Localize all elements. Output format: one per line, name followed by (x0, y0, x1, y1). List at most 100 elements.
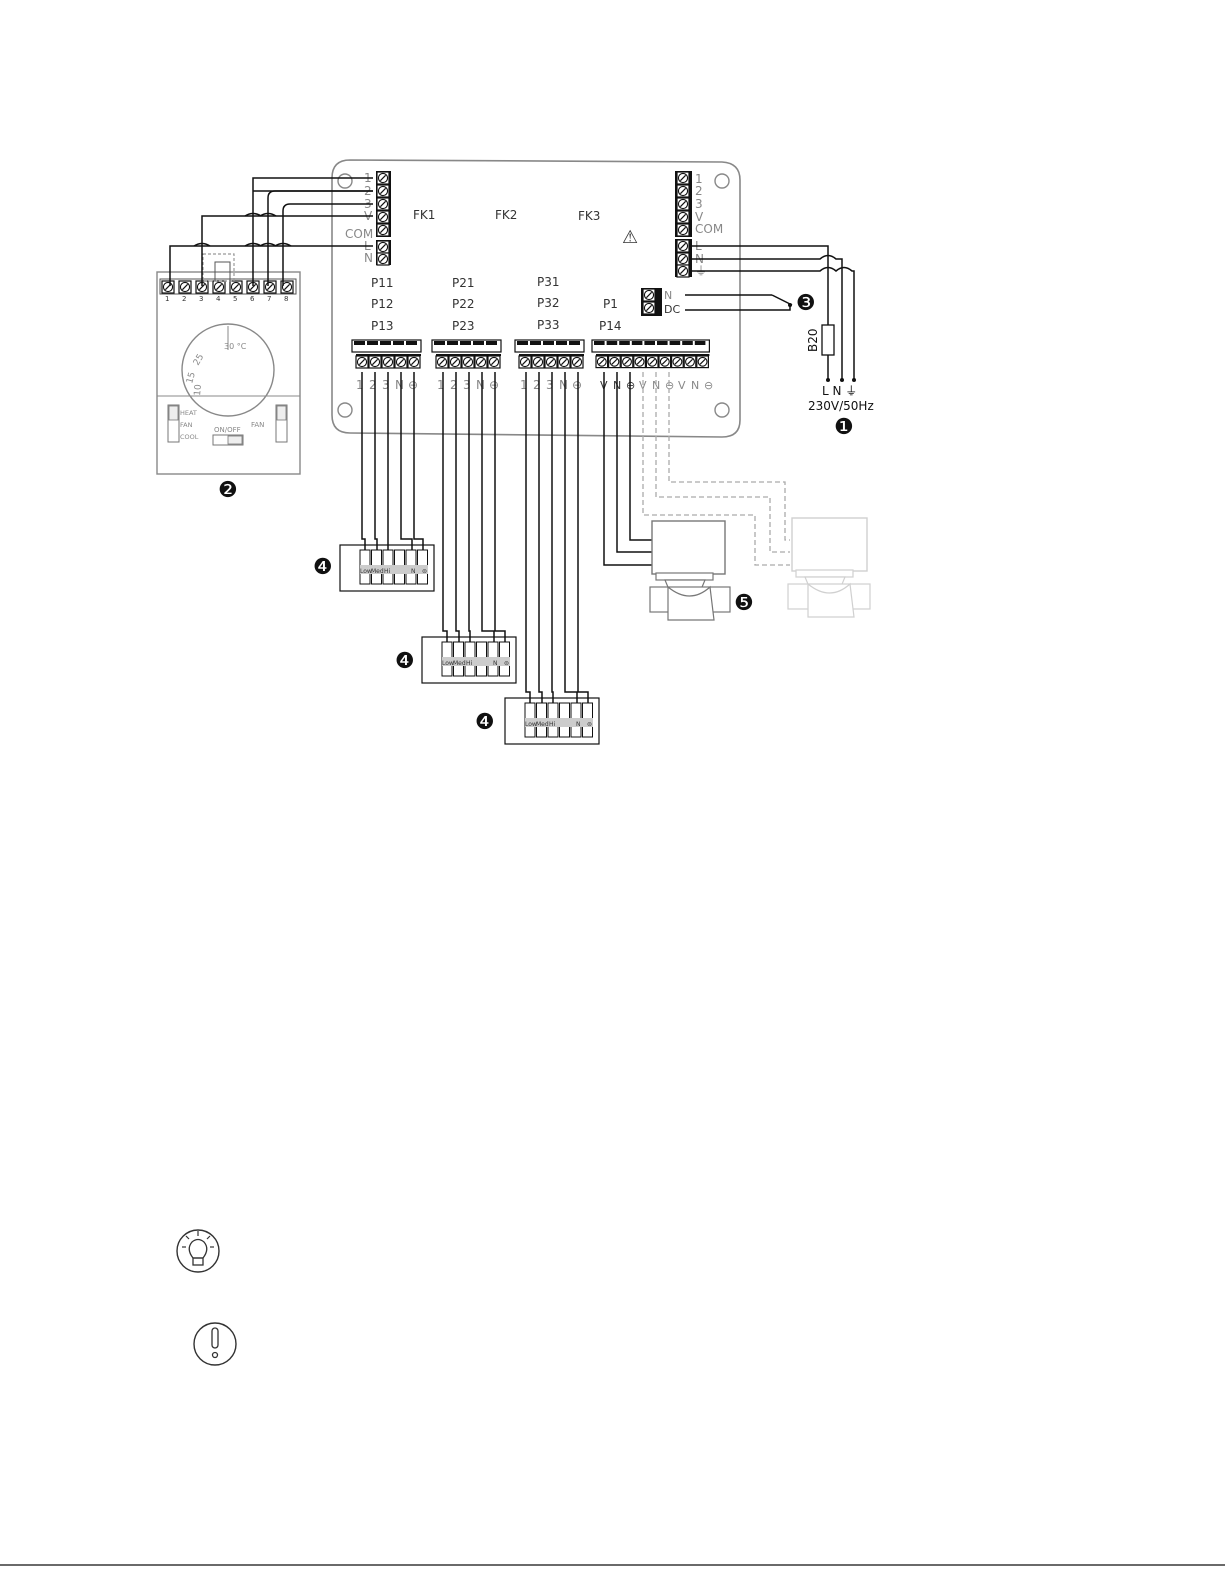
thermostat-wires (170, 178, 373, 286)
fan-hi-label: Hi (466, 660, 473, 667)
terminal-pin (517, 341, 528, 345)
terminal-pin (473, 341, 484, 345)
callout-5: ❺ (734, 591, 754, 616)
p33-label: P33 (537, 318, 560, 332)
exclamation-icon (194, 1323, 236, 1365)
dial-number-10: 10 (193, 384, 204, 397)
p31-label: P31 (537, 275, 560, 289)
thermostat-terminal-label: 6 (250, 295, 255, 303)
callout-4b: ❹ (395, 649, 415, 674)
p14-label: P14 (599, 319, 622, 333)
right-terminal-label: COM (695, 222, 723, 236)
terminal-pin (619, 341, 630, 345)
fan-med-label: Med (536, 721, 549, 728)
terminal-pin (460, 341, 471, 345)
fan-n-label: N (576, 721, 581, 728)
signal-wire-dc (685, 305, 790, 310)
breaker-b20 (822, 325, 834, 355)
dial-top-label: 30 °C (224, 342, 247, 351)
supply-wires (692, 246, 854, 380)
fan-n-label: N (493, 660, 498, 667)
mode-cool-label: COOL (180, 433, 199, 441)
valve-actuator-optional (788, 518, 870, 617)
supply-point-l (826, 378, 830, 382)
fan-wire (375, 372, 377, 550)
fan-terminal-label: ⊖ (572, 378, 582, 392)
callout-2: ❷ (218, 478, 238, 503)
fan-med-label: Med (371, 568, 384, 575)
lightbulb-icon (177, 1230, 219, 1272)
bottom-terminal-blocks (352, 340, 709, 368)
thermostat-terminals (162, 281, 293, 293)
mount-hole (338, 403, 352, 417)
valve-terminal-label: V (678, 379, 686, 392)
terminal-pin (632, 341, 643, 345)
fan-earth-label: ⊜ (504, 660, 509, 667)
callout-3: ❸ (796, 291, 816, 316)
dial-number-15: 15 (185, 371, 198, 385)
fan-speed-label: FAN (251, 421, 264, 429)
fan-earth-label: ⊜ (422, 568, 427, 575)
terminal-pin (695, 341, 706, 345)
fan-wire (495, 372, 505, 642)
fan-wire (565, 372, 577, 703)
fan-wire (443, 372, 447, 642)
terminal-pin (569, 341, 580, 345)
callout-4c: ❹ (475, 710, 495, 735)
onoff-switch-knob (228, 436, 242, 444)
terminal-pin (354, 341, 365, 345)
fk2-label: FK2 (495, 208, 517, 222)
p32-label: P32 (537, 296, 560, 310)
fan-terminal-label: N (476, 378, 485, 392)
fan-earth-label: ⊜ (587, 721, 592, 728)
left-terminal-label: N (364, 251, 373, 265)
terminal-pin (607, 341, 618, 345)
thermostat-terminal-label: 8 (284, 295, 288, 303)
fan-wire (362, 372, 365, 550)
breaker-label: B20 (806, 328, 820, 352)
fan-wire (401, 372, 412, 550)
mount-hole (715, 174, 729, 188)
onoff-label: ON/OFF (214, 426, 241, 434)
terminal-pin (594, 341, 605, 345)
fan-wire (414, 372, 423, 550)
p22-label: P22 (452, 297, 475, 311)
p23-label: P23 (452, 319, 475, 333)
fan-med-label: Med (453, 660, 466, 667)
terminal-pin (644, 341, 655, 345)
terminal-pin (367, 341, 378, 345)
fk1-label: FK1 (413, 208, 435, 222)
supply-lne-label: L N ⏚ (822, 384, 857, 398)
fan-hi-label: Hi (549, 721, 556, 728)
valve-terminal-label: ⊖ (704, 379, 713, 392)
terminal-pin (447, 341, 458, 345)
terminal-pin (657, 341, 668, 345)
fan-wire (456, 372, 459, 642)
fan-wire (482, 372, 494, 642)
callout-4a: ❹ (313, 555, 333, 580)
terminal-pin (543, 341, 554, 345)
fan-wire (552, 372, 553, 703)
terminal-pin (486, 341, 497, 345)
mode-switch-knob (169, 406, 178, 420)
supply-voltage-label: 230V/50Hz (808, 399, 874, 413)
terminal-pin (682, 341, 693, 345)
fan-wire (539, 372, 542, 703)
fan-terminal-label: N (395, 378, 404, 392)
valve-wires (604, 372, 657, 565)
terminal-pin (556, 341, 567, 345)
p13-label: P13 (371, 319, 394, 333)
terminal-pin (393, 341, 404, 345)
fan-terminal-label: N (559, 378, 568, 392)
valve-actuator (650, 521, 730, 620)
right-terminal-block (675, 171, 692, 277)
fan-wire (526, 372, 530, 703)
terminal-pin (380, 341, 391, 345)
fk3-label: FK3 (578, 209, 600, 223)
fan-wire (469, 372, 470, 642)
fan-terminal-label: ⊖ (408, 378, 418, 392)
right-terminal-label: 3 (695, 197, 703, 211)
mount-hole (715, 403, 729, 417)
warning-icon: ⚠ (622, 227, 638, 248)
terminal-pin (406, 341, 417, 345)
